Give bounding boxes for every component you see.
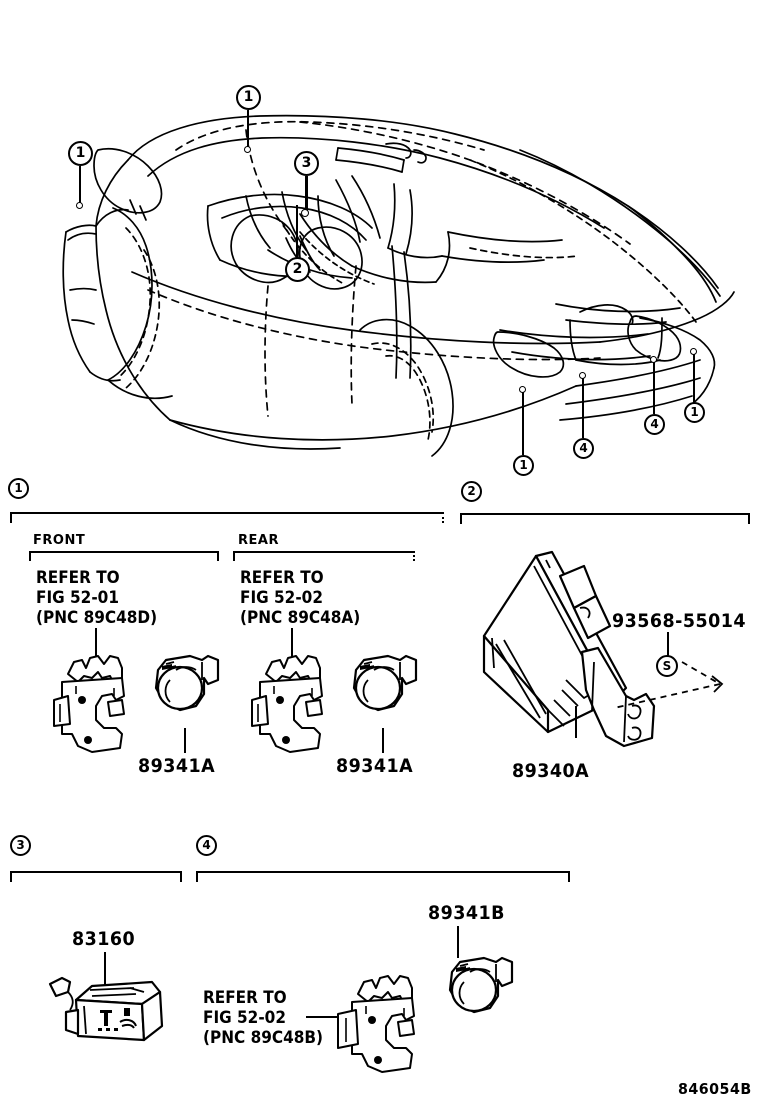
rear-reference-line-2: FIG 52-02 [240, 588, 323, 608]
callout-number: 2 [285, 257, 310, 282]
switch-part-leader [104, 952, 106, 992]
front-sensor-illustration [146, 650, 224, 730]
section-number: 1 [8, 478, 29, 499]
ecu-illustration [474, 550, 664, 750]
leader-line-4-bumper-right [653, 362, 655, 414]
sensor-b-part-leader [457, 926, 459, 958]
front-reference-line-1: REFER TO [36, 568, 120, 588]
section-2-bracket [460, 513, 750, 524]
section-4-reference-line-1: REFER TO [203, 988, 287, 1008]
callout-number: 4 [573, 438, 594, 459]
s-badge-letter: S [656, 655, 678, 677]
vehicle-callout-1-front: 1 [68, 141, 93, 166]
leader-dot-1-front [76, 202, 83, 209]
vehicle-callout-3-dash: 3 [294, 151, 319, 176]
rear-reference-leader [291, 628, 293, 660]
front-group-label: FRONT [33, 533, 86, 548]
vehicle-callout-4-bumper-left: 4 [573, 438, 594, 459]
leader-line-1-bumper-right [693, 354, 695, 402]
front-reference-line-3: (PNC 89C48D) [36, 608, 158, 628]
callout-number: 4 [644, 414, 665, 435]
rear-sensor-retainer-illustration [250, 648, 340, 758]
section-4-bracket [196, 871, 570, 882]
section-1-marker: 1 [8, 478, 29, 499]
leader-line-4-bumper-left [582, 378, 584, 438]
leader-dot-1-roof [244, 146, 251, 153]
leader-line-1-roof [247, 110, 249, 150]
rear-group-bracket [233, 551, 415, 561]
section-4-reference-line-3: (PNC 89C48B) [203, 1028, 324, 1048]
vehicle-callout-1-roof: 1 [236, 85, 261, 110]
leader-line-1-bumper-left [522, 392, 524, 455]
leader-dot-1-bumper-right [690, 348, 697, 355]
callout-number: 1 [513, 455, 534, 476]
leader-line-3-dash [305, 176, 308, 213]
screw-s-badge: S [656, 655, 678, 677]
rear-part-leader [382, 728, 384, 753]
leader-line-1-front [79, 166, 81, 206]
callout-number: 1 [684, 402, 705, 423]
vehicle-callout-1-bumper-right: 1 [684, 402, 705, 423]
section-4-reference-line-2: FIG 52-02 [203, 1008, 286, 1028]
front-reference-line-2: FIG 52-01 [36, 588, 119, 608]
ecu-part-leader [575, 706, 577, 738]
rear-reference-line-1: REFER TO [240, 568, 324, 588]
front-reference-leader [95, 628, 97, 660]
callout-number: 1 [236, 85, 261, 110]
rear-reference-text: REFER TO FIG 52-02 (PNC 89C48A) [240, 568, 360, 628]
sensor-b-illustration [440, 952, 518, 1032]
section-4-reference-text: REFER TO FIG 52-02 (PNC 89C48B) [203, 988, 323, 1048]
sensor-b-part-label: 89341B [428, 902, 505, 924]
front-part-label: 89341A [138, 755, 216, 777]
section-1-bracket [10, 512, 444, 523]
leader-dot-1-bumper-left [519, 386, 526, 393]
diagram-code: 846054B [678, 1080, 752, 1098]
ecu-part-label: 89340A [512, 760, 590, 782]
section-4-marker: 4 [196, 835, 217, 856]
section-number: 2 [461, 481, 482, 502]
leader-dot-4-bumper-left [579, 372, 586, 379]
callout-number: 3 [294, 151, 319, 176]
rear-group-label: REAR [238, 533, 279, 548]
screw-part-label: 93568-55014 [612, 610, 746, 632]
section-number: 3 [10, 835, 31, 856]
section-3-bracket [10, 871, 182, 882]
section-number: 4 [196, 835, 217, 856]
switch-illustration [48, 972, 168, 1052]
section-2-marker: 2 [461, 481, 482, 502]
leader-line-2-ecu [296, 205, 298, 257]
switch-part-label: 83160 [72, 928, 136, 950]
callout-number: 1 [68, 141, 93, 166]
rear-sensor-illustration [344, 650, 422, 730]
front-reference-text: REFER TO FIG 52-01 (PNC 89C48D) [36, 568, 157, 628]
leader-dot-4-bumper-right [650, 356, 657, 363]
vehicle-callout-1-bumper-left: 1 [513, 455, 534, 476]
vehicle-callout-4-bumper-right: 4 [644, 414, 665, 435]
screw-dashed-pointer [610, 660, 730, 720]
vehicle-illustration [0, 0, 760, 470]
vehicle-callout-2-ecu: 2 [285, 257, 310, 282]
front-group-bracket [29, 551, 219, 561]
front-part-leader [184, 728, 186, 753]
front-sensor-retainer-illustration [52, 648, 142, 758]
leader-dot-3-dash [301, 209, 309, 217]
screw-part-leader [667, 632, 669, 656]
sensor-b-retainer-illustration [336, 968, 432, 1078]
rear-part-label: 89341A [336, 755, 414, 777]
rear-reference-line-3: (PNC 89C48A) [240, 608, 361, 628]
section-4-reference-leader [306, 1016, 338, 1018]
section-3-marker: 3 [10, 835, 31, 856]
